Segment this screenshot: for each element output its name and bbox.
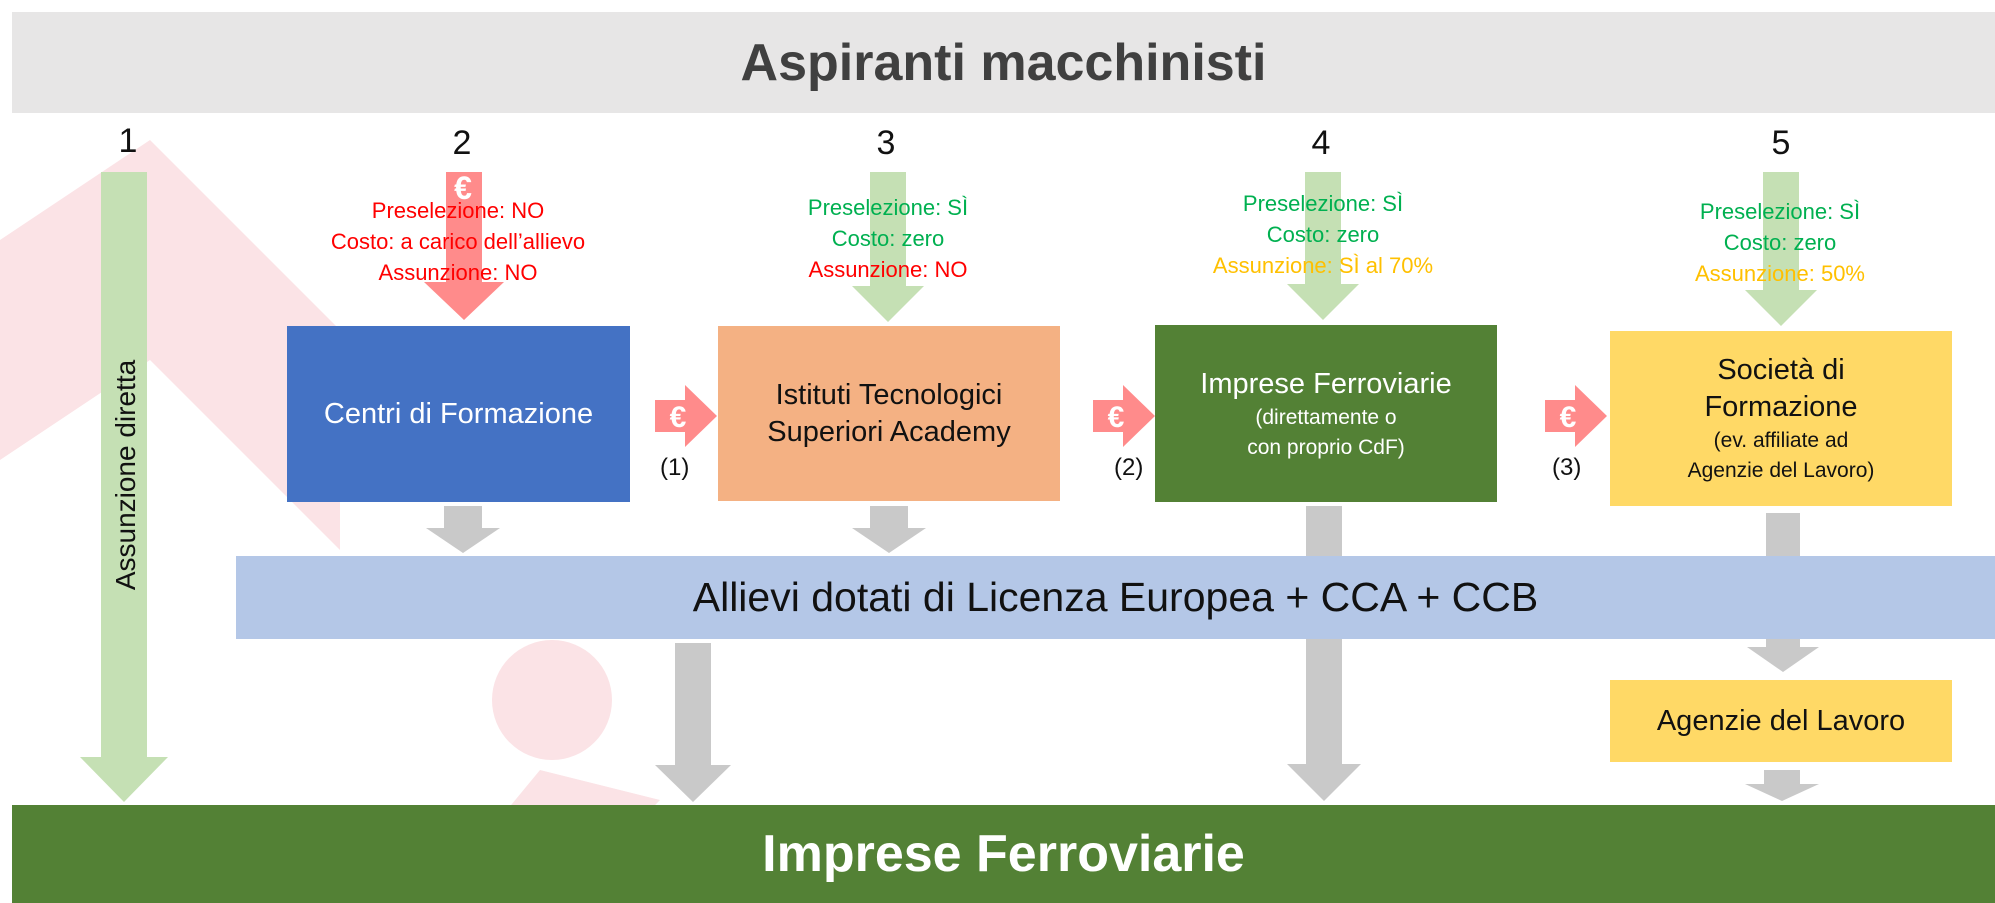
transfer-arrow-3: €	[1545, 385, 1607, 447]
column-number-1: 1	[118, 122, 138, 160]
info-hiring-3: Assunzione: NO	[808, 257, 968, 282]
info-preselection-3: Preselezione: SÌ	[807, 195, 969, 220]
transfer-arrow-1: €	[655, 385, 717, 447]
info-path-2: Preselezione: NO Costo: a carico dell’al…	[288, 195, 628, 288]
info-path-3: Preselezione: SÌ Costo: zero Assunzione:…	[718, 192, 1058, 285]
gray-arrow-2a	[426, 506, 500, 553]
box-3-line-1: Istituti Tecnologici	[775, 378, 1003, 411]
box-2-line-1: Centri di Formazione	[323, 397, 594, 430]
box-5-sub-2: Agenzie del Lavoro)	[1687, 458, 1875, 482]
box-5-line-1: Società di	[1717, 353, 1845, 386]
column-number-5: 5	[1771, 124, 1791, 162]
box-4-sub-1: (direttamente o	[1255, 405, 1397, 429]
box-4-sub-2: con proprio CdF)	[1247, 435, 1405, 459]
footer-title: Imprese Ferroviarie	[762, 825, 1245, 883]
gray-arrow-4	[1287, 506, 1361, 801]
info-hiring-2: Assunzione: NO	[378, 260, 538, 285]
info-path-4: Preselezione: SÌ Costo: zero Assunzione:…	[1153, 188, 1493, 281]
info-preselection-5: Preselezione: SÌ	[1699, 199, 1861, 224]
page-title: Aspiranti macchinisti	[740, 33, 1267, 92]
cost-arrow-2	[424, 172, 504, 320]
svg-text:€: €	[1108, 401, 1125, 434]
column-number-4: 4	[1311, 124, 1331, 162]
info-cost-2: Costo: a carico dell’allievo	[330, 229, 586, 254]
licence-bar: Allievi dotati di Licenza Europea + CCA …	[236, 556, 1995, 639]
svg-text:€: €	[1560, 401, 1577, 434]
agency-box-label: Agenzie del Lavoro	[1656, 704, 1906, 737]
green-arrow-3	[852, 172, 924, 322]
info-preselection-2: Preselezione: NO	[371, 198, 545, 223]
transfer-label-1: (1)	[660, 454, 690, 481]
info-preselection-4: Preselezione: SÌ	[1242, 191, 1404, 216]
title-bar: Aspiranti macchinisti	[12, 12, 1995, 113]
column-number-3: 3	[876, 124, 896, 162]
box-centri-di-formazione: Centri di Formazione	[287, 326, 630, 502]
footer-bar: Imprese Ferroviarie	[12, 805, 1995, 903]
licence-bar-label: Allievi dotati di Licenza Europea + CCA …	[692, 574, 1539, 620]
transfer-label-3: (3)	[1552, 454, 1582, 481]
info-hiring-5: Assunzione: 50%	[1695, 261, 1865, 286]
agency-box: Agenzie del Lavoro	[1610, 680, 1952, 762]
euro-icon: €	[454, 170, 472, 206]
svg-text:€: €	[670, 401, 687, 434]
gray-arrow-3a	[852, 506, 926, 553]
info-hiring-4: Assunzione: SÌ al 70%	[1212, 253, 1434, 278]
column-number-2: 2	[452, 124, 472, 162]
green-arrow-5	[1745, 172, 1817, 326]
gray-arrow-5b	[1745, 770, 1819, 801]
box-5-line-2: Formazione	[1704, 390, 1858, 423]
direct-hiring-arrow	[80, 172, 168, 802]
info-cost-3: Costo: zero	[831, 226, 945, 251]
green-arrow-4	[1287, 172, 1359, 320]
box-istituti-tecnologici: Istituti Tecnologici Superiori Academy	[718, 326, 1060, 501]
transfer-label-2: (2)	[1114, 454, 1144, 481]
info-cost-5: Costo: zero	[1723, 230, 1837, 255]
box-4-line-1: Imprese Ferroviarie	[1200, 367, 1452, 400]
gray-arrow-bar-to-footer	[655, 643, 731, 802]
transfer-arrow-2: €	[1093, 385, 1155, 447]
info-path-5: Preselezione: SÌ Costo: zero Assunzione:…	[1610, 196, 1950, 289]
box-societa-di-formazione: Società di Formazione (ev. affiliate ad …	[1610, 331, 1952, 506]
box-3-line-2: Superiori Academy	[767, 415, 1011, 448]
info-cost-4: Costo: zero	[1266, 222, 1380, 247]
direct-hiring-label: Assunzione diretta	[110, 359, 142, 591]
box-imprese-ferroviarie: Imprese Ferroviarie (direttamente o con …	[1155, 325, 1497, 502]
box-5-sub-1: (ev. affiliate ad	[1713, 428, 1849, 452]
